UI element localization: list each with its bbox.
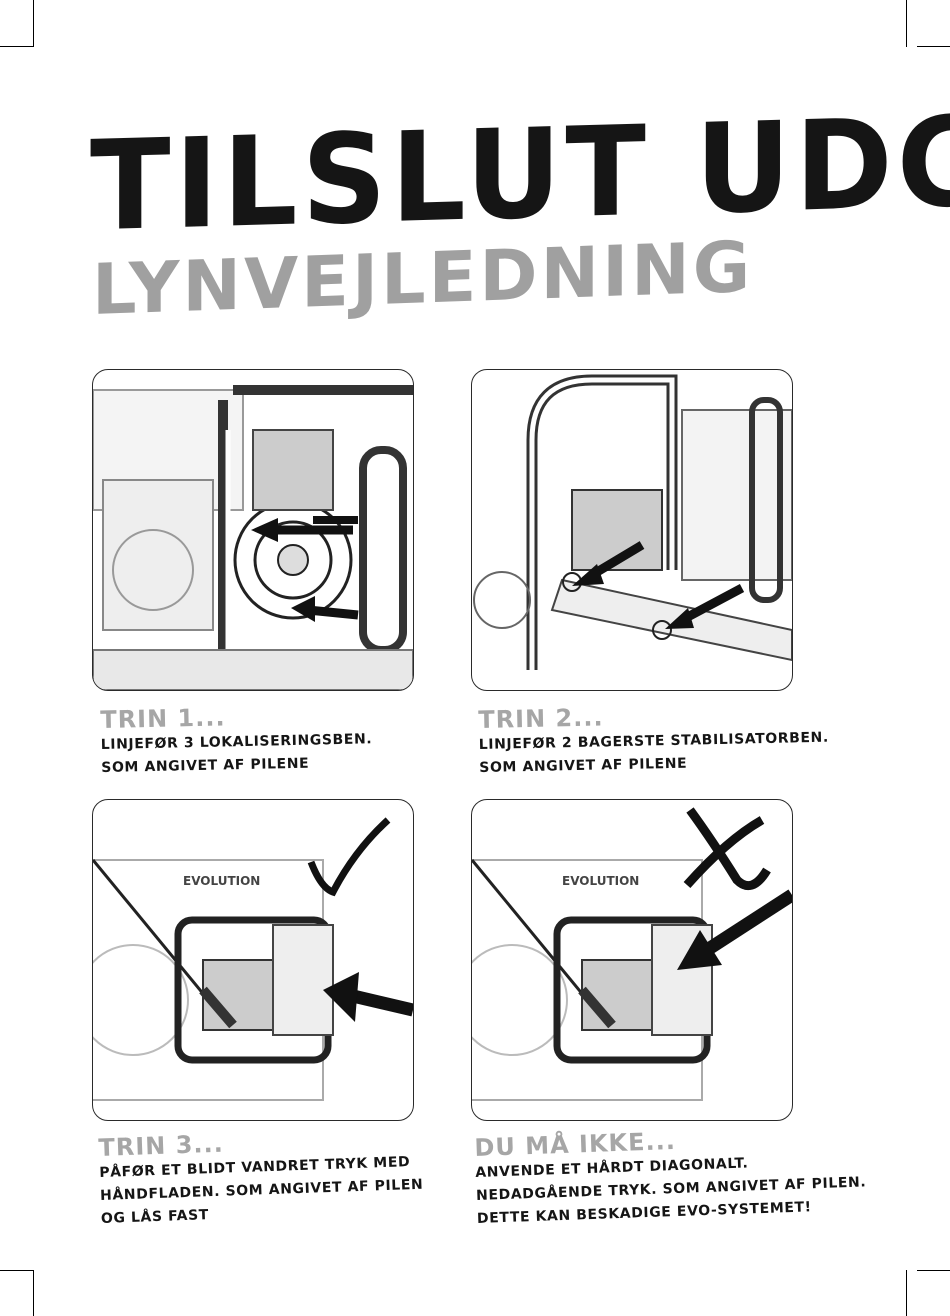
cross-mark-icon <box>683 807 771 891</box>
crop-mark-top-right-h <box>917 46 950 47</box>
evolution-logo: EVOLUTION <box>562 874 639 888</box>
crop-mark-bottom-left-v <box>33 1270 34 1316</box>
step-1-caption: TRIN 1... LINJEFØR 3 LOKALISERINGSBEN. S… <box>100 700 373 780</box>
page-subtitle: LYNVEJLEDNING <box>92 225 754 331</box>
crop-mark-bottom-left-h <box>0 1270 33 1271</box>
step-1-illustration <box>92 369 414 691</box>
crop-mark-bottom-right-h <box>917 1270 950 1271</box>
warning-illustration: EVOLUTION <box>471 799 793 1121</box>
check-mark-icon <box>307 817 391 897</box>
crop-mark-bottom-right-v <box>906 1270 907 1316</box>
warning-caption: DU MÅ IKKE... ANVENDE ET HÅRDT DIAGONALT… <box>474 1120 867 1231</box>
crop-mark-top-right-v <box>906 0 907 47</box>
step-3-caption: TRIN 3... PÅFØR ET BLIDT VANDRET TRYK ME… <box>98 1123 425 1231</box>
step-1-line-2: SOM ANGIVET AF PILENE <box>101 755 310 776</box>
crop-mark-top-left-h <box>0 46 33 47</box>
step-2-illustration <box>471 369 793 691</box>
evolution-logo: EVOLUTION <box>183 874 260 888</box>
step-2-caption: TRIN 2... LINJEFØR 2 BAGERSTE STABILISAT… <box>478 699 830 780</box>
step-3-illustration: EVOLUTION <box>92 799 414 1121</box>
crop-mark-top-left-v <box>33 0 34 47</box>
